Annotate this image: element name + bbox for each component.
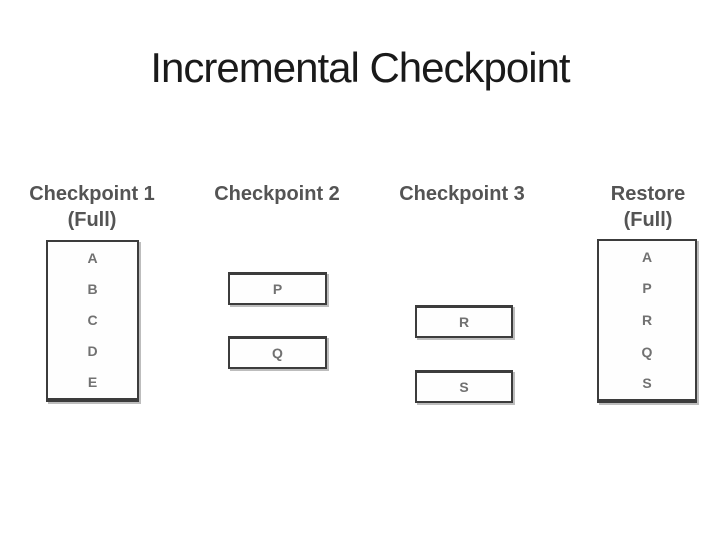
block-letter: A xyxy=(641,248,653,265)
column-header-restore: Restore (Full) xyxy=(563,181,720,233)
incremental-block-s: S xyxy=(415,370,513,403)
column-subtitle: (Full) xyxy=(67,209,117,231)
full-checkpoint-box: A B C D E xyxy=(46,240,139,402)
block-letter: E xyxy=(87,374,98,391)
block-letter: P xyxy=(642,280,652,297)
full-restore-box: A P R Q S xyxy=(597,239,697,403)
incremental-block-p: P xyxy=(228,272,327,305)
column-title: Restore xyxy=(610,183,686,205)
slide-title: Incremental Checkpoint xyxy=(150,44,570,91)
block-letter: A xyxy=(87,249,98,266)
column-subtitle: (Full) xyxy=(623,209,673,231)
block-letter: D xyxy=(87,343,98,360)
block-letter: S xyxy=(459,379,469,395)
block-letter: P xyxy=(272,281,283,297)
block-letter: R xyxy=(458,314,470,330)
incremental-block-q: Q xyxy=(228,336,327,369)
block-letter: C xyxy=(87,311,98,328)
block-letter: Q xyxy=(641,343,653,360)
block-letter: B xyxy=(87,280,98,297)
column-title: Checkpoint 2 xyxy=(214,183,340,205)
column-title: Checkpoint 1 xyxy=(29,183,155,205)
column-header-checkpoint-3: Checkpoint 3 xyxy=(377,181,547,207)
block-letter: R xyxy=(641,311,653,328)
column-header-checkpoint-1: Checkpoint 1 (Full) xyxy=(7,181,177,233)
column-title: Checkpoint 3 xyxy=(399,183,525,205)
block-letter: Q xyxy=(272,345,283,361)
incremental-block-r: R xyxy=(415,305,513,338)
column-header-checkpoint-2: Checkpoint 2 xyxy=(192,181,362,207)
block-letter: S xyxy=(642,375,652,392)
